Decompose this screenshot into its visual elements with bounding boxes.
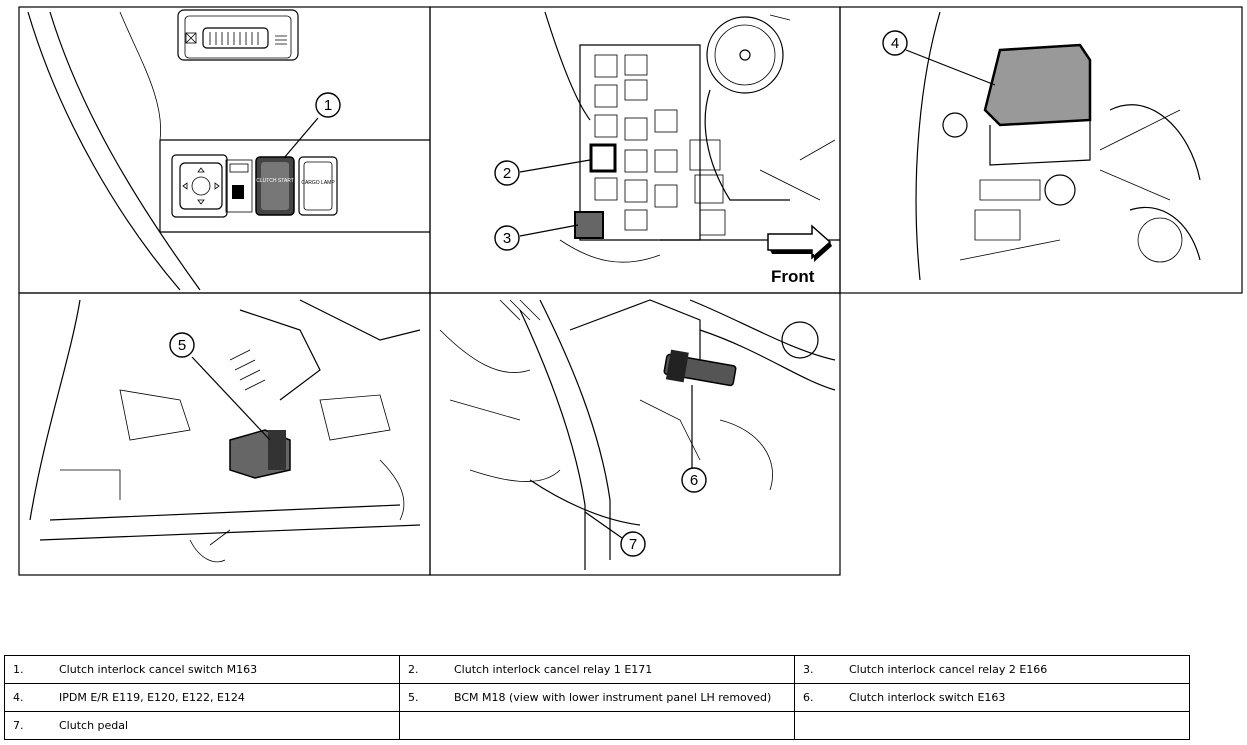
callout-6 [681, 467, 707, 493]
panel-relay-box: Front 2 3 [494, 11, 840, 286]
svg-text:5: 5 [178, 337, 186, 354]
legend-cell [399, 711, 795, 740]
legend-table: 1.Clutch interlock cancel switch M163 2.… [4, 655, 1190, 740]
panel-frame-5 [429, 292, 841, 576]
legend-cell: 4.IPDM E/R E119, E120, E122, E124 [4, 683, 400, 712]
panel-ipdm: 4 [882, 11, 1201, 281]
panel-frame-3 [839, 6, 1243, 294]
legend-cell [794, 711, 1190, 740]
legend-cell: 3.Clutch interlock cancel relay 2 E166 [794, 655, 1190, 684]
svg-text:6: 6 [690, 472, 698, 489]
callout-5 [169, 332, 195, 358]
callout-4 [882, 30, 908, 56]
legend-row: 7.Clutch pedal [4, 711, 1190, 740]
legend-cell: 6.Clutch interlock switch E163 [794, 683, 1190, 712]
component-location-diagram: CLUTCH START CARGO LAMP 1 [18, 6, 1243, 576]
legend-cell: 5.BCM M18 (view with lower instrument pa… [399, 683, 795, 712]
svg-text:2: 2 [503, 165, 511, 182]
legend-row: 4.IPDM E/R E119, E120, E122, E124 5.BCM … [4, 683, 1190, 712]
switch-label-clutch-start: CLUTCH START [256, 178, 294, 184]
legend-cell: 7.Clutch pedal [4, 711, 400, 740]
legend-cell: 2.Clutch interlock cancel relay 1 E171 [399, 655, 795, 684]
callout-7 [620, 531, 646, 557]
panel-instrument-switches: CLUTCH START CARGO LAMP 1 [27, 9, 430, 291]
callout-1 [315, 92, 341, 118]
switch-label-cargo-lamp: CARGO LAMP [301, 180, 335, 186]
legend-cell: 1.Clutch interlock cancel switch M163 [4, 655, 400, 684]
svg-text:4: 4 [891, 35, 899, 52]
panel-bcm: 5 [29, 299, 421, 563]
panel-clutch-pedal: 6 7 [439, 299, 836, 570]
svg-text:3: 3 [503, 230, 511, 247]
front-direction-label: Front [771, 267, 815, 286]
panel-frame-1 [18, 6, 431, 294]
svg-text:7: 7 [629, 536, 637, 553]
callout-2 [494, 160, 520, 186]
svg-text:1: 1 [324, 97, 332, 114]
legend-row: 1.Clutch interlock cancel switch M163 2.… [4, 655, 1190, 684]
callout-3 [494, 225, 520, 251]
